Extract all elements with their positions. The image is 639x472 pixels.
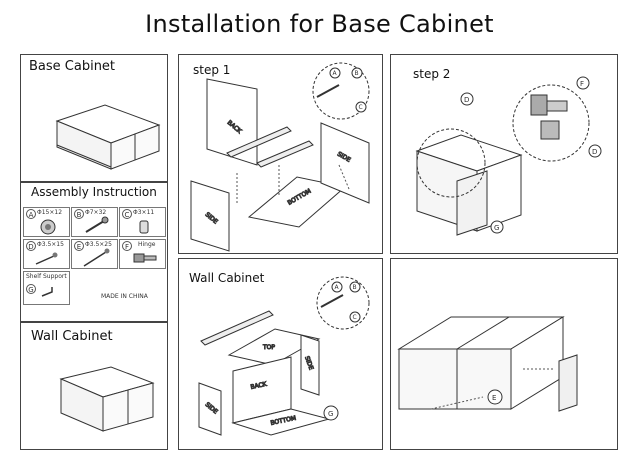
step2-panel: step 2 D F D G [390,54,618,254]
top-panel-label: TOP [262,344,275,351]
base-cabinet-drawing [55,104,161,170]
wall-cabinet-label-left: Wall Cabinet [31,329,113,344]
part-code: Φ7×32 [85,209,107,216]
shelf-support-label: Shelf Support [26,273,67,280]
part-code: Φ15×12 [37,209,63,216]
wall-cabinet-drawing [59,366,155,432]
base-cabinet-panel: Base Cabinet [20,54,168,182]
assembly-instruction-panel: Assembly Instruction A Φ15×12 B Φ7×32 C … [20,182,168,322]
wall-cabinet-step-label: Wall Cabinet [189,271,265,285]
callout-b-wall: B [353,284,357,291]
callout-c-wall: C [353,314,357,321]
callout-d2: D [592,148,597,156]
hinge-icon [133,253,157,263]
part-letter: F [122,241,132,251]
part-letter: A [26,209,36,219]
callout-d: D [464,96,469,104]
callout-e: E [492,394,496,402]
page-title: Installation for Base Cabinet [145,10,494,38]
callout-g-wall: G [328,410,333,418]
base-cabinet-label: Base Cabinet [29,59,116,74]
final-assembly-panel: E [390,258,618,450]
step2-drawing: D F D G [415,76,602,236]
part-f: F Hinge [119,239,166,269]
shelf-support-icon [41,287,53,297]
part-code: Φ3.5×15 [37,241,64,248]
part-e: E Φ3.5×25 [71,239,118,269]
part-b: B Φ7×32 [71,207,118,237]
step1-drawing: BACK BOTTOM SIDE SIDE [190,62,370,252]
part-c: C Φ3×11 [119,207,166,237]
step2-label: step 2 [413,67,451,81]
cam-bolt-icon [85,216,109,233]
part-code: Φ3×11 [133,209,155,216]
made-in-label: MADE IN CHINA [101,293,148,300]
part-letter: D [26,241,36,251]
step1-panel: step 1 BACK BOTTOM SIDE SIDE [178,54,383,254]
part-letter: G [26,284,36,294]
step1-label: step 1 [193,63,231,77]
final-assembly-drawing: E [397,316,578,412]
callout-a-wall: A [335,284,340,291]
part-g: G Shelf Support [23,271,70,305]
dowel-icon [139,220,149,234]
part-d: D Φ3.5×15 [23,239,70,269]
part-letter: E [74,241,84,251]
callout-g: G [494,224,499,232]
callout-f: F [580,80,584,88]
callout-c: C [359,104,363,111]
back-panel-label-wall: BACK [250,381,268,391]
assembly-instruction-label: Assembly Instruction [31,185,157,199]
part-letter: C [122,209,132,219]
wall-cabinet-panel-left: Wall Cabinet [20,322,168,450]
wall-cabinet-step-drawing: TOP BACK BOTTOM SIDE SIDE A B C G [198,276,370,436]
part-a: A Φ15×12 [23,207,70,237]
long-screw-icon [83,248,110,267]
screw-icon [35,252,58,265]
callout-a: A [333,70,338,77]
wall-cabinet-step-panel: Wall Cabinet TOP BACK BOTTOM SIDE SIDE [178,258,383,450]
part-code: Φ3.5×25 [85,241,112,248]
part-letter: B [74,209,84,219]
cam-lock-icon [40,219,56,235]
part-code: Hinge [138,241,156,248]
callout-b: B [355,70,359,77]
